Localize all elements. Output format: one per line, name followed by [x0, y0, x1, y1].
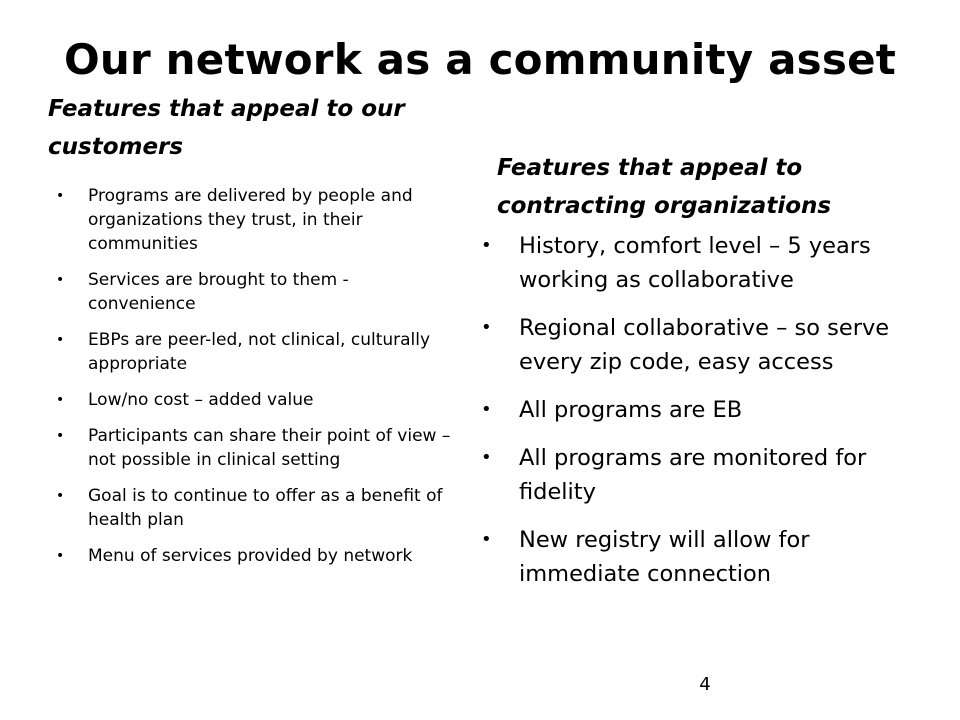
list-item: • EBPs are peer-led, not clinical, cultur…: [50, 328, 460, 376]
bullet-icon: •: [56, 188, 65, 204]
bullet-text: Low/no cost – added value: [88, 390, 314, 410]
bullet-text: History, comfort level – 5 years working…: [519, 233, 871, 293]
left-bullet-list: • Programs are delivered by people and or…: [50, 184, 460, 580]
bullet-text: New registry will allow for immediate co…: [519, 527, 810, 587]
bullet-text: All programs are monitored for fidelity: [519, 445, 867, 505]
bullet-icon: •: [56, 332, 65, 348]
bullet-icon: •: [481, 235, 492, 256]
list-item: • All programs are EB: [481, 393, 901, 427]
bullet-text: Programs are delivered by people and org…: [88, 186, 413, 254]
bullet-icon: •: [56, 272, 65, 288]
bullet-icon: •: [56, 548, 65, 564]
bullet-text: Services are brought to them - convenien…: [88, 270, 349, 314]
right-column-heading: Features that appeal to contracting orga…: [497, 155, 832, 219]
bullet-icon: •: [56, 428, 65, 444]
bullet-icon: •: [481, 529, 492, 550]
bullet-text: All programs are EB: [519, 397, 743, 423]
list-item: • Services are brought to them - convenie…: [50, 268, 460, 316]
slide-title: Our network as a community asset: [63, 35, 897, 84]
bullet-text: EBPs are peer-led, not clinical, cultura…: [88, 330, 431, 374]
list-item: • Programs are delivered by people and or…: [50, 184, 460, 256]
bullet-icon: •: [56, 488, 65, 504]
list-item: • Menu of services provided by network: [50, 544, 460, 568]
list-item: • Goal is to continue to offer as a benef…: [50, 484, 460, 532]
bullet-icon: •: [481, 317, 492, 338]
list-item: • Regional collaborative – so serve every…: [481, 311, 901, 379]
bullet-text: Regional collaborative – so serve every …: [519, 315, 890, 375]
right-bullet-list: • History, comfort level – 5 years workin…: [481, 229, 901, 605]
list-item: • All programs are monitored for fidelity: [481, 441, 901, 509]
bullet-text: Menu of services provided by network: [88, 546, 413, 566]
bullet-icon: •: [481, 447, 492, 468]
bullet-text: Participants can share their point of vi…: [88, 426, 451, 470]
list-item: • History, comfort level – 5 years workin…: [481, 229, 901, 297]
list-item: • Low/no cost – added value: [50, 388, 460, 412]
list-item: • New registry will allow for immediate c…: [481, 523, 901, 591]
bullet-icon: •: [481, 399, 492, 420]
list-item: • Participants can share their point of v…: [50, 424, 460, 472]
page-number: 4: [699, 674, 711, 695]
left-column-heading: Features that appeal to our customers: [48, 96, 405, 160]
bullet-text: Goal is to continue to offer as a benefi…: [88, 486, 443, 530]
bullet-icon: •: [56, 392, 65, 408]
